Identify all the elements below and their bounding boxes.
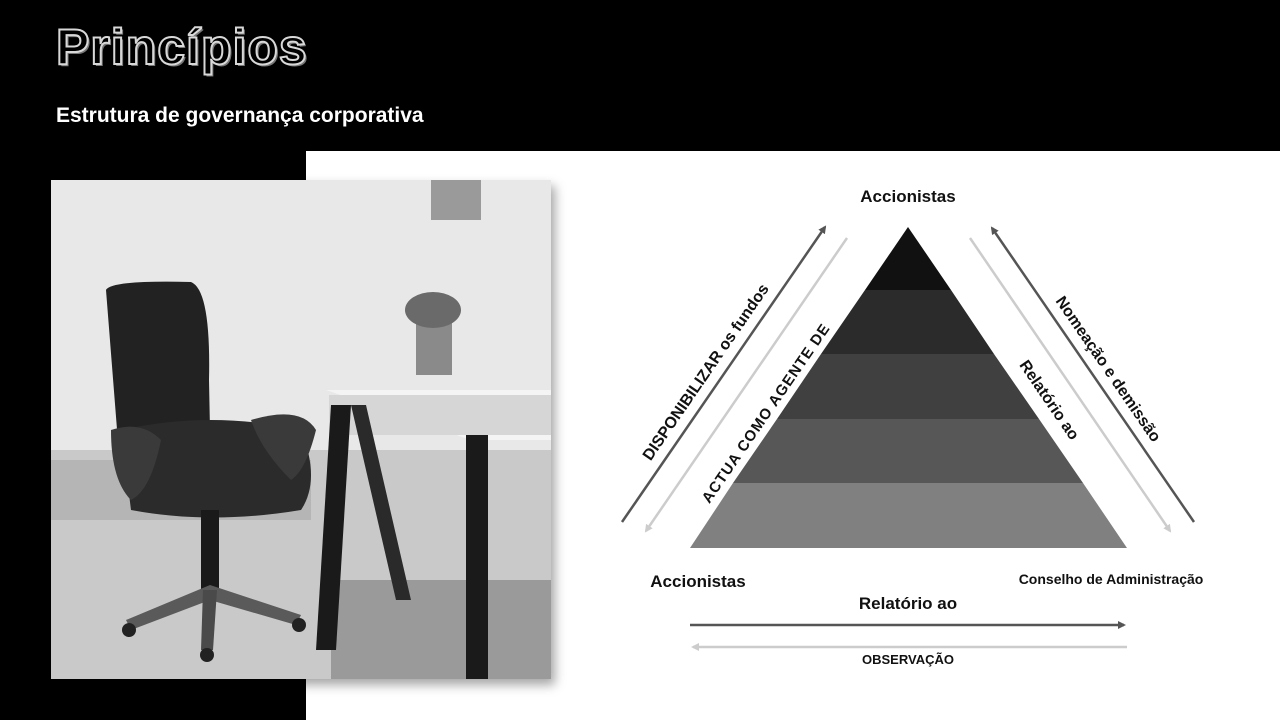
bottom-left-label: Accionistas (650, 572, 745, 591)
slide-subtitle: Estrutura de governança corporativa (56, 104, 424, 127)
top-label: Accionistas (860, 187, 955, 206)
left-outer-arrow (620, 225, 827, 523)
bottom-top-arrow-label: Relatório ao (859, 594, 957, 613)
pyramid-band-1 (865, 227, 951, 290)
right-outer-arrow (990, 226, 1196, 523)
pyramid (690, 227, 1127, 548)
bottom-bottom-arrow-label: OBSERVAÇÃO (862, 652, 954, 667)
left-inner-arrow (644, 237, 849, 533)
slide-title: Princípios (55, 18, 308, 76)
bottom-right-label: Conselho de Administração (1019, 571, 1204, 587)
pyramid-band-3 (777, 354, 1039, 419)
right-inner-arrow (968, 237, 1172, 533)
office-chair-image (51, 180, 551, 679)
pyramid-band-2 (821, 290, 994, 354)
pyramid-band-4 (733, 419, 1083, 483)
pyramid-band-5 (690, 483, 1127, 548)
